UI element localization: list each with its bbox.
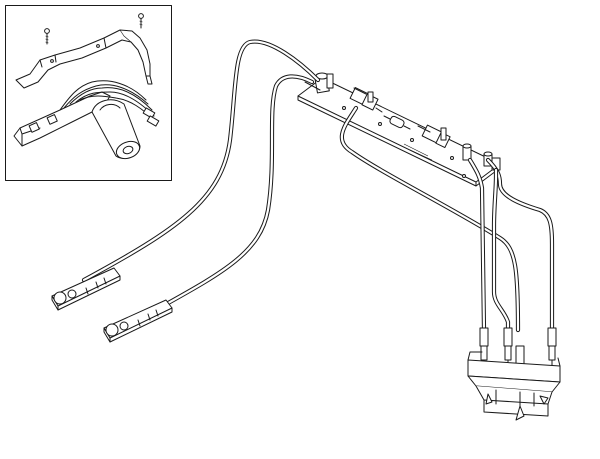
board-component-1 <box>304 72 334 94</box>
circuit-board <box>297 72 501 187</box>
board-component-2 <box>349 87 383 113</box>
screw-2 <box>138 13 144 29</box>
bracket <box>15 29 153 89</box>
connector-upper <box>51 267 121 311</box>
connector-lower <box>103 299 173 343</box>
cable-5 <box>467 157 487 333</box>
inset-detail <box>5 5 172 181</box>
cable-2 <box>149 74 315 315</box>
cable-6 <box>491 167 511 333</box>
terminal-block <box>467 327 561 421</box>
inset-frame <box>5 5 172 181</box>
cable-1 <box>81 39 321 283</box>
switch-assembly <box>13 80 160 160</box>
board-component-4 <box>417 124 451 149</box>
screw-1 <box>44 28 50 45</box>
cable-3 <box>339 105 521 333</box>
board-component-3 <box>383 115 411 130</box>
